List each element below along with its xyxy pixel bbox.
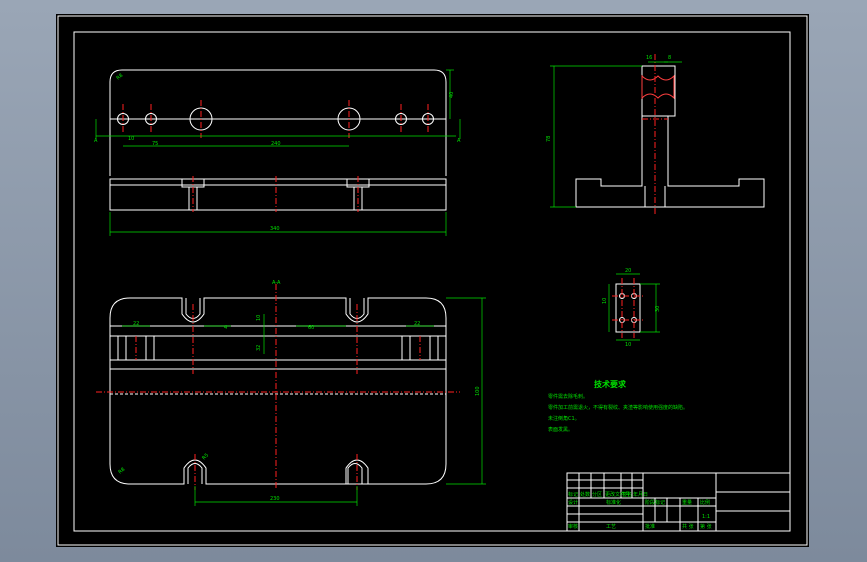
dim-side-a: 16 [646,55,652,61]
dim-front-height: 40 [449,92,455,98]
tb-design: 设计 [568,499,578,506]
dim-front-radius: R8 [115,73,124,82]
detail-view: 20 10 30 10 [602,268,661,348]
notes-line-4: 表面发黑。 [548,426,573,433]
front-outline-top [109,69,447,176]
front-hole-5 [395,113,407,125]
tb-scale-label: 比例 [700,499,710,506]
plan-view: A-A 22 22 4 10 60 32 100 230 R8 R5 [96,280,486,506]
side-view: 16 8 78 [546,54,765,214]
tb-scale: 1:1 [702,514,710,520]
front-view: R8 10 75 240 40 340 A A [94,69,461,236]
tb-count: 处数 [580,491,590,498]
tb-sheet-no: 第 张 [700,523,712,530]
cad-viewport[interactable]: R8 10 75 240 40 340 A A 16 8 78 [56,14,809,547]
tb-approve: 批准 [645,523,655,530]
dim-plan-height: 100 [475,386,481,396]
outer-border [57,15,808,546]
tb-review: 审核 [568,523,578,530]
dim-plan-slot-mid: 4 [224,325,227,331]
dim-plan-span: 230 [270,496,280,502]
side-upper-block [641,65,676,117]
dim-front-spacing: 75 [152,141,158,147]
dim-detail-left: 10 [602,298,608,304]
plan-channel [109,335,447,361]
dim-plan-mid-c: 32 [256,345,262,351]
dim-plan-radius: R8 [117,467,126,476]
dim-front-offset: 10 [128,136,134,142]
dim-front-span: 240 [271,141,281,147]
section-label-left: A [94,138,98,144]
front-lower-block [109,178,447,211]
tb-zone: 分区 [592,491,602,498]
side-outline [575,115,765,208]
dim-detail-bottom: 10 [625,342,631,348]
dim-plan-mid-a: 10 [256,315,262,321]
tb-mark: 标记 [568,491,578,498]
dim-detail-right: 30 [655,306,661,312]
dim-front-width: 340 [270,226,280,232]
technical-notes: 技术要求 零件需去除毛刺。 零件加工前需退火，不得有裂纹、夹渣等影响使用强度的缺… [548,379,688,433]
tb-standard: 标准化 [606,499,621,506]
title-block: 标记 处数 分区 更改文件号 签名 年月日 设计 标准化 阶段标记 重量 比例 … [566,472,791,532]
notes-heading: 技术要求 [594,379,627,389]
front-hole-1 [117,113,129,125]
dim-side-b: 8 [668,55,671,61]
notes-line-1: 零件需去除毛刺。 [548,393,588,400]
tb-sign: 签名 [622,491,632,498]
section-label-right: A [457,138,461,144]
front-hole-6 [422,113,434,125]
tb-weight: 重量 [682,499,692,506]
plan-outline [109,297,447,485]
dim-plan-mid-b: 60 [308,325,314,331]
plan-section-title: A-A [272,280,281,286]
notes-line-2: 零件加工前需退火，不得有裂纹、夹渣等影响使用强度的缺陷。 [548,404,688,411]
tb-stage: 阶段标记 [645,499,665,506]
inner-border [73,31,791,532]
front-hole-2 [145,113,157,125]
drawing-canvas: R8 10 75 240 40 340 A A 16 8 78 [57,15,808,546]
dim-detail-top: 20 [625,268,631,274]
dim-plan-slot-radius: R5 [201,452,210,461]
tb-date: 年月日 [633,491,648,498]
dim-side-height: 78 [546,136,552,142]
side-hatch [641,74,675,100]
tb-change-doc: 更改文件号 [605,491,630,498]
notes-line-3: 未注倒角C1。 [548,415,580,422]
tb-process: 工艺 [606,524,616,530]
dim-plan-slot-right: 22 [414,321,420,327]
tb-total-sheets: 共 张 [682,523,694,530]
dim-plan-slot-left: 22 [133,321,139,327]
